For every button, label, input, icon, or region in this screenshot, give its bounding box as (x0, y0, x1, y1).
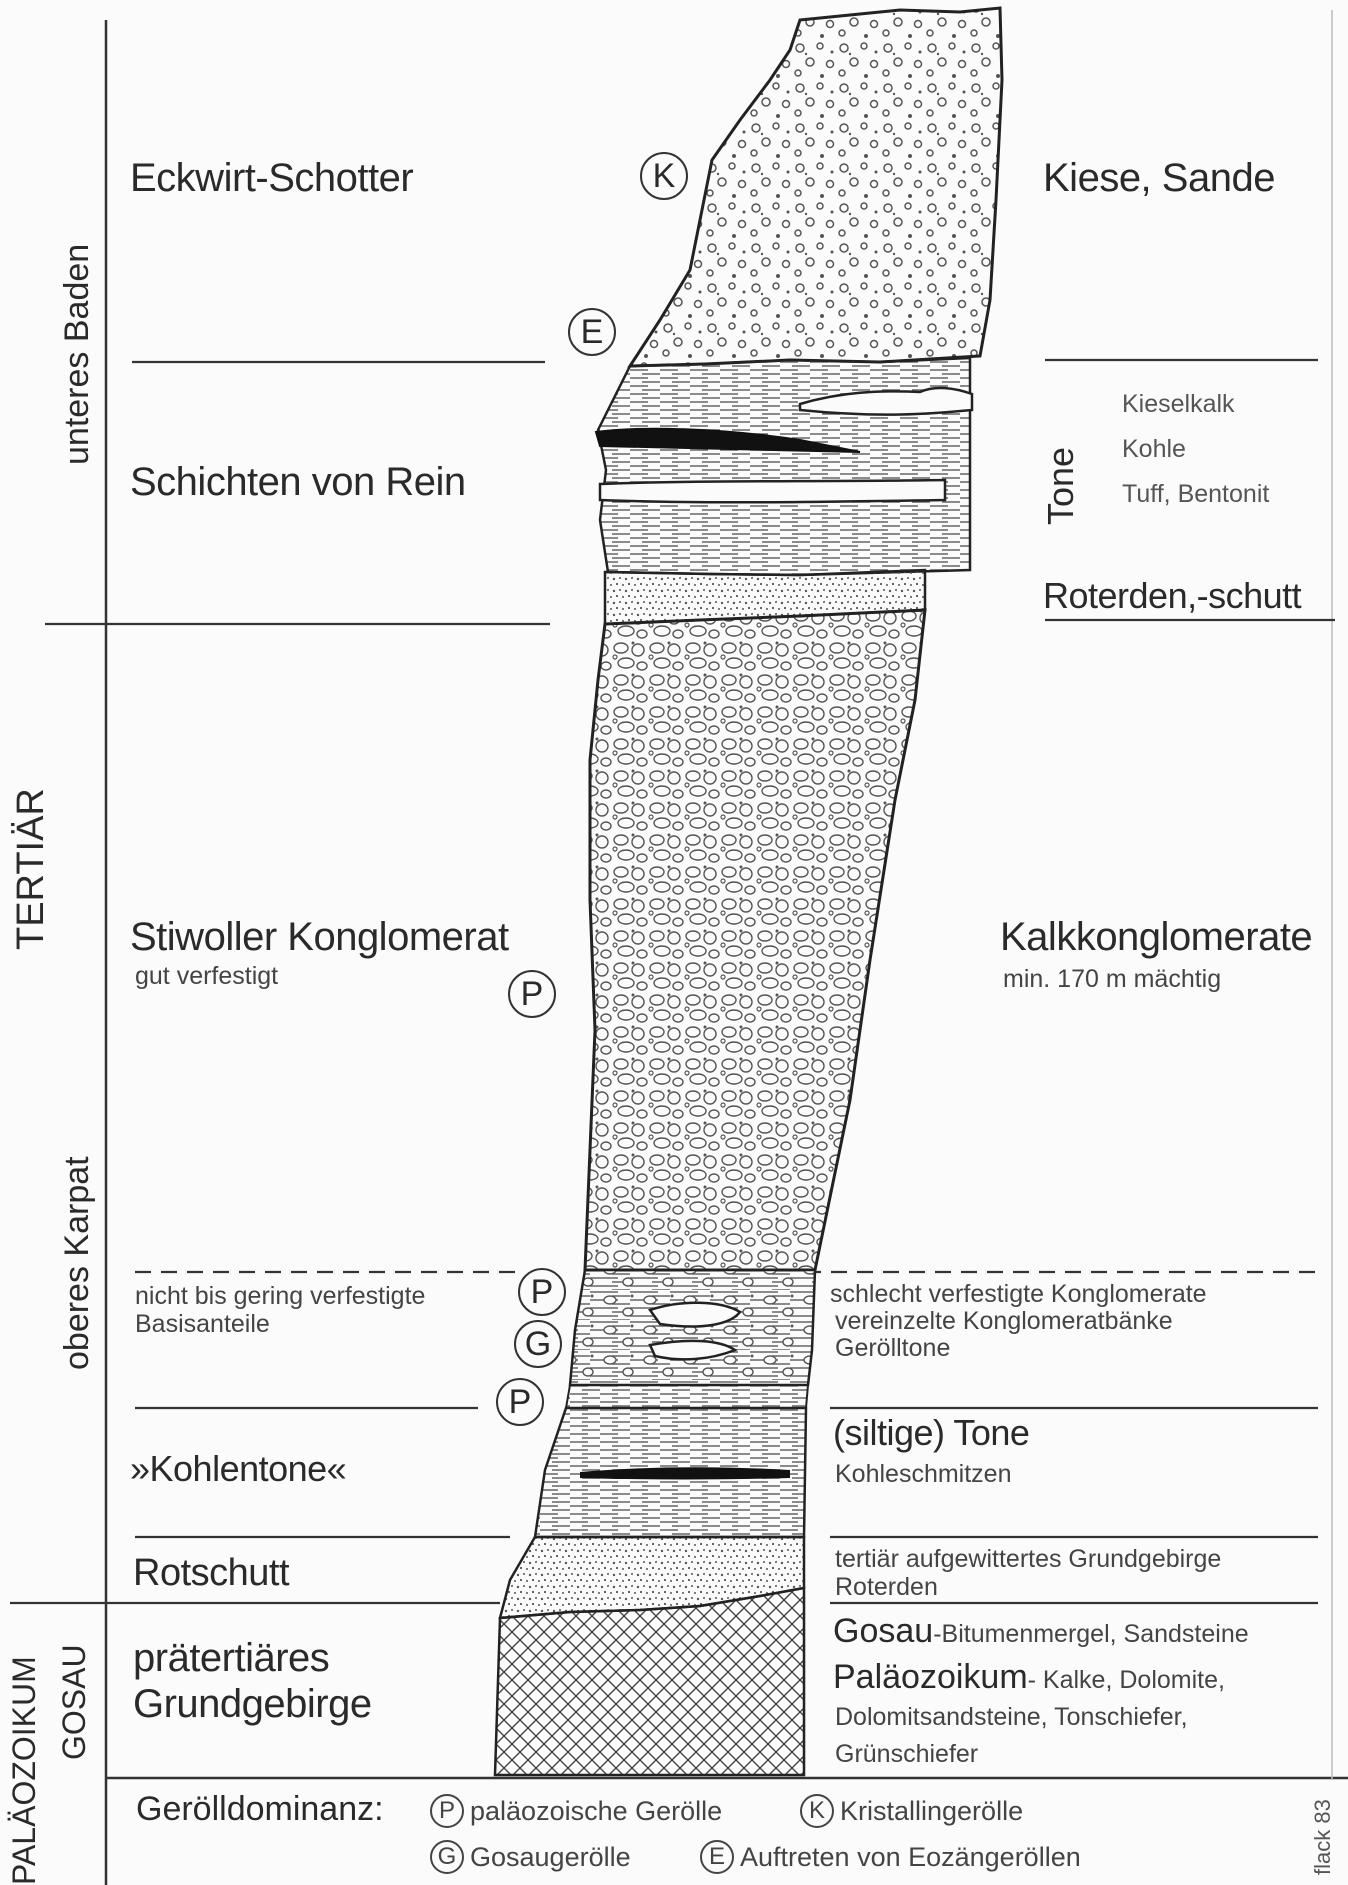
lith-schlecht-line1: schlecht verfestigte Konglomerate (830, 1280, 1207, 1309)
lith-palaeo-line3: Grünschiefer (835, 1740, 978, 1769)
credit: flack 83 (1310, 1799, 1336, 1875)
legend-label-k: Kristallingerölle (840, 1796, 1023, 1827)
period-palaeozoikum: PALÄOZOIKUM (6, 1656, 43, 1885)
unit-eckwirt-schotter: Eckwirt-Schotter (130, 156, 413, 201)
lith-tone: Tone (1040, 447, 1082, 525)
unit-stiwoller-sub: gut verfestigt (135, 962, 278, 991)
period-unteres-baden: unteres Baden (58, 244, 97, 465)
unit-basis-line1: nicht bis gering verfestigte (135, 1282, 425, 1311)
marker-g: G (514, 1320, 562, 1368)
marker-k: K (640, 152, 688, 200)
lith-kiese-sande: Kiese, Sande (1043, 156, 1275, 201)
legend-marker-p: P (430, 1794, 464, 1828)
unit-grundgebirge-line2: Grundgebirge (133, 1682, 372, 1727)
unit-stiwoller-konglomerat: Stiwoller Konglomerat (130, 915, 509, 960)
lith-schlecht-line3: Gerölltone (835, 1334, 950, 1363)
lith-tertiar-line1: tertiär aufgewittertes Grundgebirge (835, 1545, 1221, 1574)
lith-gosau: Gosau (833, 1612, 933, 1650)
marker-e: E (568, 308, 616, 356)
legend-marker-g: G (430, 1840, 464, 1874)
marker-p-lower: P (496, 1378, 544, 1426)
period-gosau: GOSAU (56, 1644, 93, 1760)
lith-kalkkonglomerate-sub: min. 170 m mächtig (1003, 965, 1221, 994)
legend-marker-k: K (800, 1794, 834, 1828)
lith-siltige-tone: (siltige) Tone (833, 1412, 1029, 1454)
lith-palaeozoikum-sub: - Kalke, Dolomite, (1028, 1666, 1225, 1694)
lith-palaeo-row: Paläozoikum- Kalke, Dolomite, (833, 1658, 1225, 1697)
lith-kalkkonglomerate: Kalkkonglomerate (1000, 915, 1312, 960)
lith-tuff-bentonit: Tuff, Bentonit (1122, 480, 1269, 509)
period-tertiaer: TERTIÄR (10, 788, 53, 950)
lith-kieselkalk: Kieselkalk (1122, 390, 1235, 419)
legend-label-g: Gosaugerölle (470, 1842, 631, 1873)
lith-roterden-schutt: Roterden,-schutt (1043, 575, 1301, 617)
unit-basis-line2: Basisanteile (135, 1310, 270, 1339)
legend-marker-e: E (700, 1840, 734, 1874)
period-oberes-karpat: oberes Karpat (58, 1156, 97, 1370)
unit-grundgebirge-line1: prätertiäres (133, 1636, 329, 1681)
marker-p-stiwoller: P (508, 970, 556, 1018)
legend-title: Gerölldominanz: (136, 1790, 384, 1829)
unit-kohlentone: »Kohlentone« (130, 1448, 346, 1490)
lith-tertiar-line2: Roterden (835, 1573, 938, 1602)
marker-p-basis: P (518, 1268, 566, 1316)
unit-rotschutt: Rotschutt (133, 1552, 289, 1595)
lith-palaeo-line2: Dolomitsandsteine, Tonschiefer, (835, 1703, 1188, 1732)
legend-label-e: Auftreten von Eozängeröllen (740, 1842, 1081, 1873)
lith-palaeozoikum: Paläozoikum (833, 1658, 1028, 1696)
lith-kohleschmitzen: Kohleschmitzen (835, 1460, 1011, 1489)
lith-gosau-row: Gosau-Bitumenmergel, Sandsteine (833, 1612, 1249, 1651)
lith-kohle: Kohle (1122, 435, 1186, 464)
unit-schichten-von-rein: Schichten von Rein (130, 460, 466, 505)
lith-gosau-sub: -Bitumenmergel, Sandsteine (933, 1620, 1248, 1648)
legend-label-p: paläozoische Gerölle (470, 1796, 722, 1827)
lith-schlecht-line2: vereinzelte Konglomeratbänke (835, 1307, 1173, 1336)
